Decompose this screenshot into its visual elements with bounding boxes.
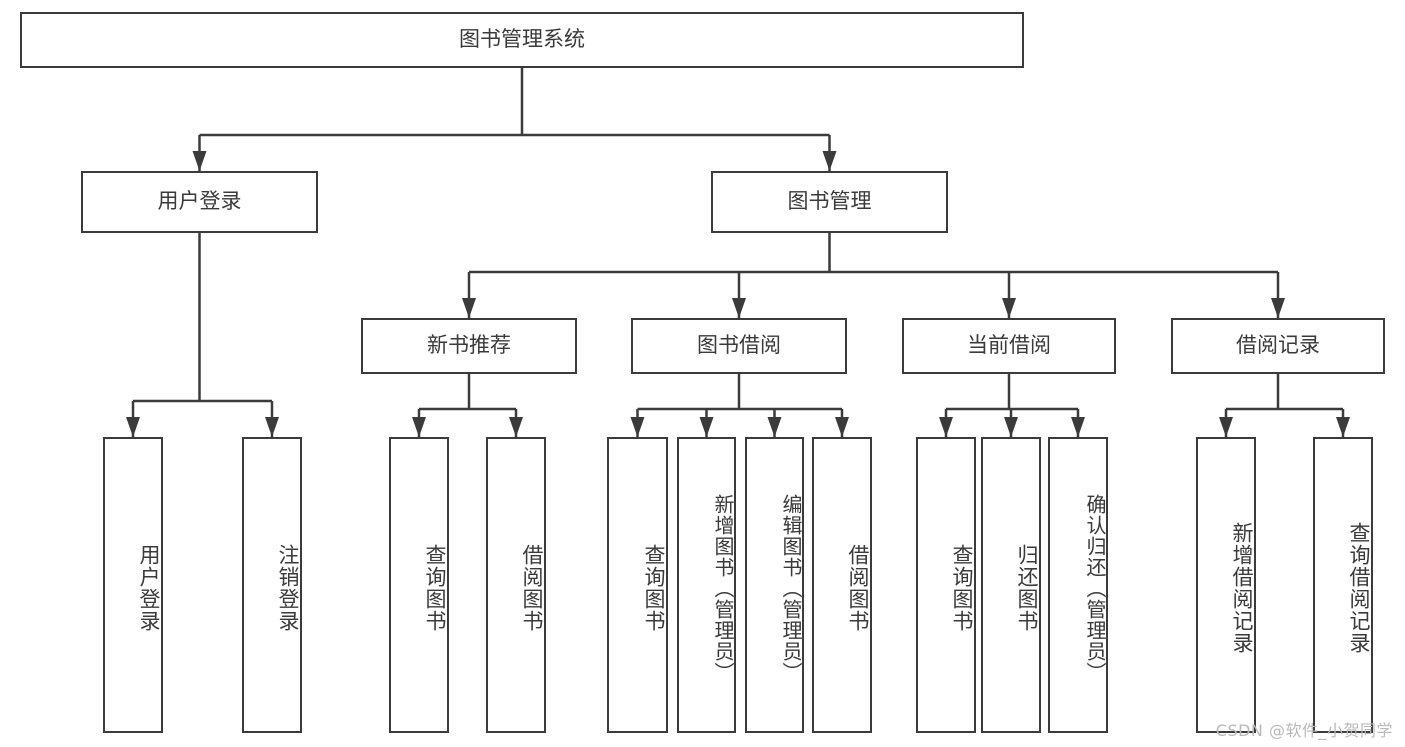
node-leaf-bo-add[interactable]: 新增图书（管理员） — [677, 437, 736, 733]
node-leaf-cu-return[interactable]: 归还图书 — [981, 437, 1041, 733]
node-label: 注销登录 — [276, 544, 300, 632]
arrow-head — [1004, 417, 1018, 437]
node-label: 查询借阅记录 — [1347, 522, 1371, 654]
node-newbook[interactable]: 新书推荐 — [361, 318, 577, 374]
arrow-head — [630, 417, 645, 437]
node-root[interactable]: 图书管理系统 — [20, 12, 1024, 68]
node-label: 新书推荐 — [427, 333, 511, 358]
node-label: 图书借阅 — [697, 333, 781, 358]
arrow-head — [126, 417, 140, 437]
node-leaf-re-add[interactable]: 新增借阅记录 — [1196, 437, 1256, 733]
node-label: 图书管理系统 — [459, 27, 585, 52]
arrow-head — [412, 417, 426, 437]
node-leaf-re-query[interactable]: 查询借阅记录 — [1313, 437, 1373, 733]
node-label: 图书管理 — [787, 189, 872, 214]
node-label: 用户登录 — [157, 189, 242, 214]
node-label: 借阅图书 — [846, 544, 870, 632]
arrow-head — [939, 417, 953, 437]
node-records[interactable]: 借阅记录 — [1171, 318, 1385, 374]
node-label: 编辑图书（管理员） — [779, 493, 803, 683]
node-leaf-user-logout[interactable]: 注销登录 — [242, 437, 302, 733]
node-bookmgmt[interactable]: 图书管理 — [711, 171, 948, 233]
node-label: 查询图书 — [642, 544, 666, 632]
node-label: 归还图书 — [1015, 544, 1039, 632]
node-login[interactable]: 用户登录 — [81, 171, 318, 233]
arrow-head — [1336, 417, 1350, 437]
arrow-head — [699, 417, 714, 437]
arrow-head — [767, 417, 782, 437]
node-label: 新增借阅记录 — [1230, 522, 1254, 654]
arrow-head — [822, 151, 837, 171]
node-label: 借阅记录 — [1236, 333, 1320, 358]
arrow-head — [732, 298, 746, 318]
node-label: 新增图书（管理员） — [711, 493, 735, 683]
node-leaf-cu-query[interactable]: 查询图书 — [916, 437, 976, 733]
arrow-head — [509, 417, 523, 437]
arrow-head — [1071, 417, 1085, 437]
node-label: 当前借阅 — [967, 333, 1051, 358]
arrow-head — [192, 151, 207, 171]
node-current[interactable]: 当前借阅 — [902, 318, 1116, 374]
node-label: 用户登录 — [137, 544, 161, 632]
node-leaf-bo-borrow[interactable]: 借阅图书 — [812, 437, 872, 733]
arrow-head — [265, 417, 279, 437]
node-leaf-bo-query[interactable]: 查询图书 — [607, 437, 668, 733]
watermark: CSDN @软件_小贺同学 — [1215, 721, 1393, 740]
node-leaf-nb-borrow[interactable]: 借阅图书 — [486, 437, 546, 733]
node-borrow[interactable]: 图书借阅 — [631, 318, 847, 374]
node-label: 查询图书 — [423, 544, 447, 632]
arrow-head — [462, 298, 476, 318]
node-leaf-nb-query[interactable]: 查询图书 — [389, 437, 449, 733]
arrow-head — [1219, 417, 1233, 437]
node-leaf-bo-edit[interactable]: 编辑图书（管理员） — [745, 437, 804, 733]
node-label: 确认归还（管理员） — [1083, 493, 1107, 683]
arrow-head — [1271, 298, 1285, 318]
node-leaf-cu-confirm[interactable]: 确认归还（管理员） — [1048, 437, 1108, 733]
arrow-head — [1002, 298, 1016, 318]
node-label: 查询图书 — [950, 544, 974, 632]
arrow-head — [835, 417, 849, 437]
node-leaf-user-login[interactable]: 用户登录 — [103, 437, 163, 733]
node-label: 借阅图书 — [520, 544, 544, 632]
